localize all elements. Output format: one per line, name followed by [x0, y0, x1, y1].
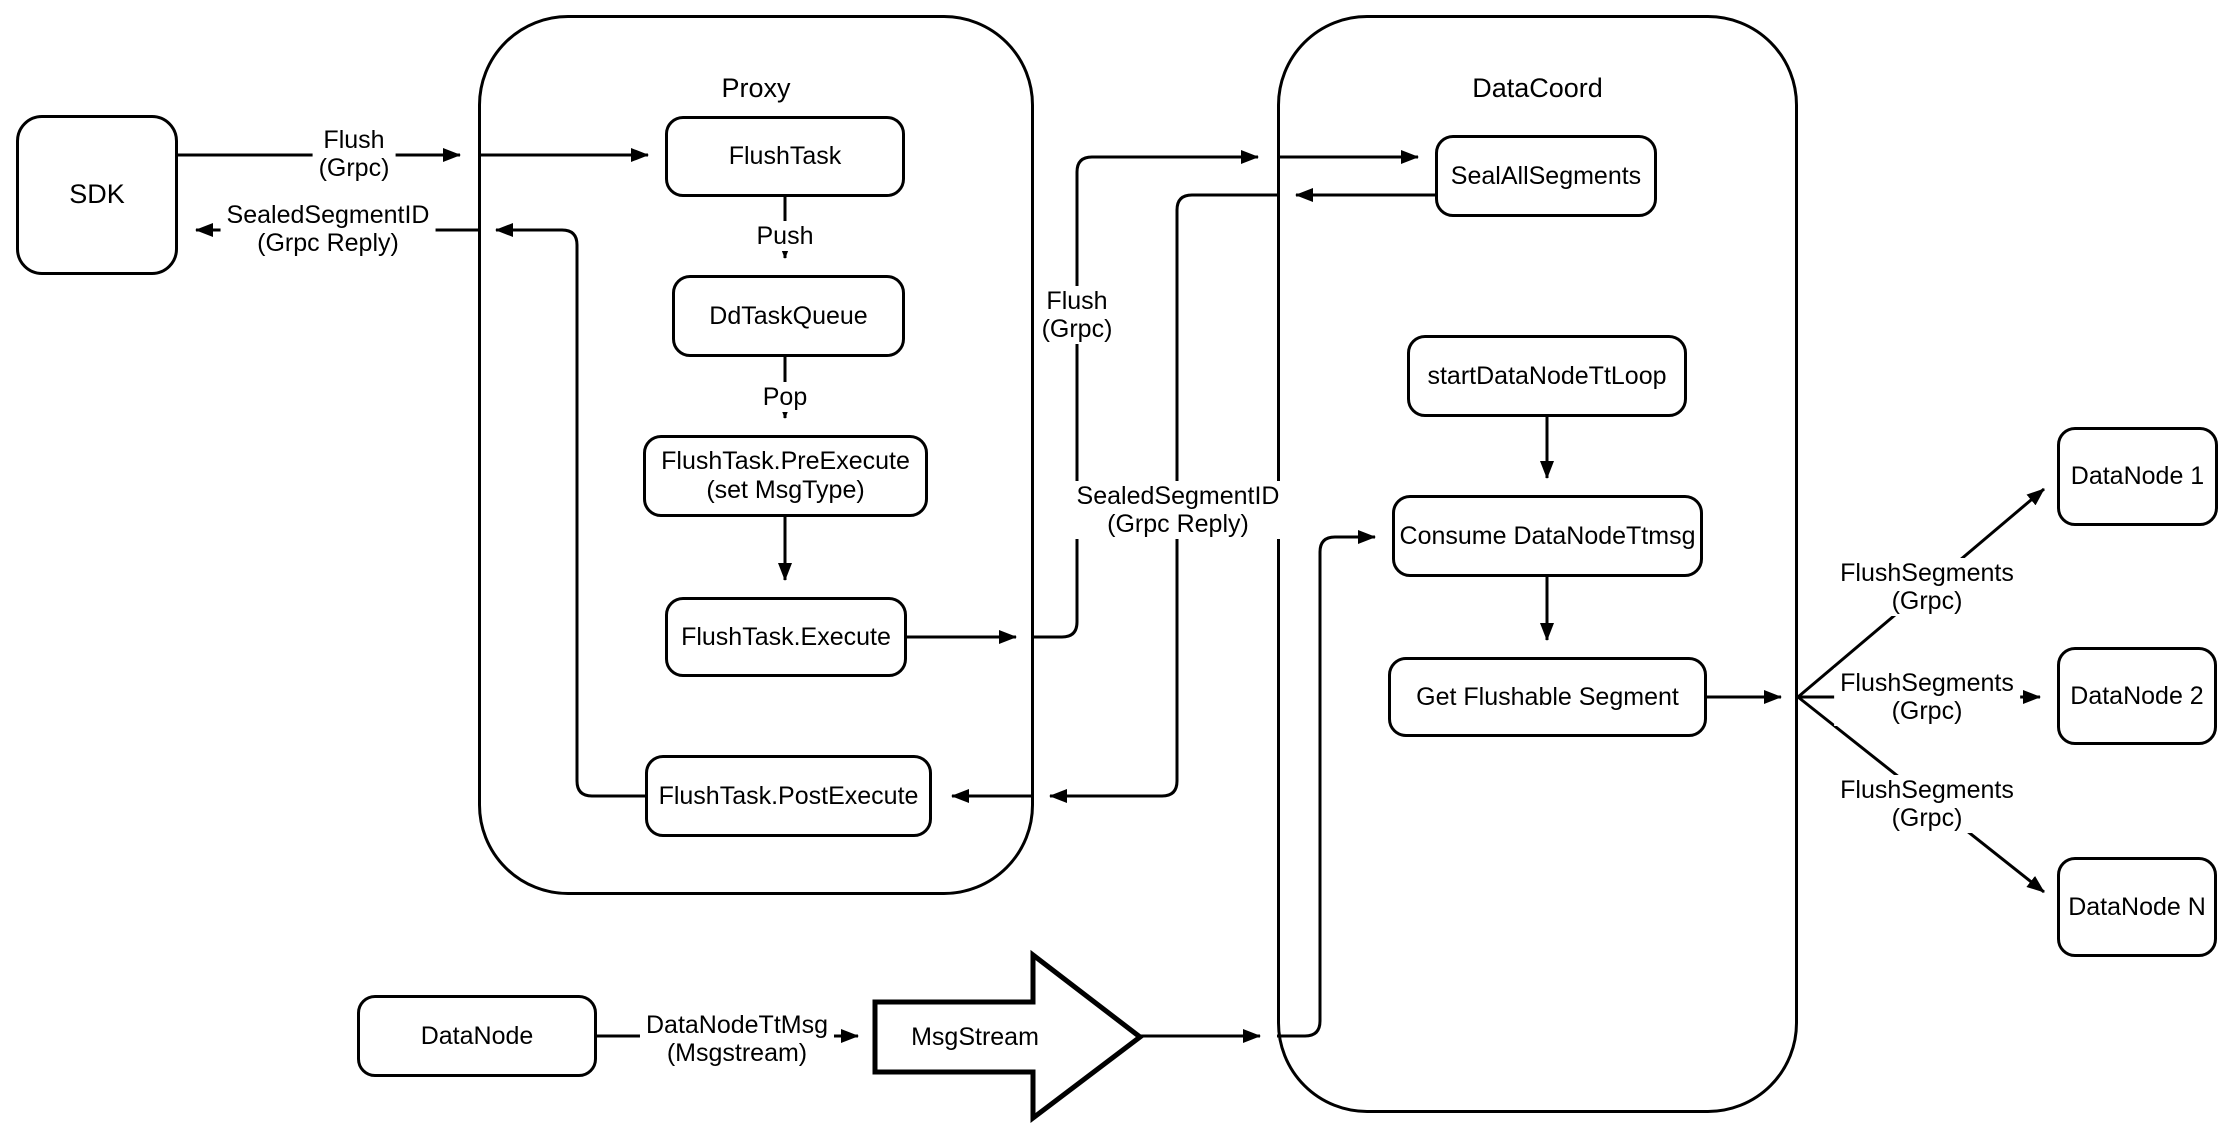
edge-flush-grpc-to-datacoord — [1034, 150, 1259, 639]
label-flushsegments-1: FlushSegments (Grpc) — [1834, 558, 2020, 616]
node-seal-all-segments: SealAllSegments — [1435, 135, 1657, 217]
node-pre-execute-sublabel: (set MsgType) — [706, 476, 865, 504]
node-post-execute: FlushTask.PostExecute — [645, 755, 932, 837]
label-msgstream: MsgStream — [911, 1023, 1039, 1051]
label-flush-grpc-mid: Flush (Grpc) — [1035, 286, 1119, 344]
label-pop: Pop — [756, 382, 814, 412]
label-flushsegments-2: FlushSegments (Grpc) — [1834, 668, 2020, 726]
label-sealedsegmentid-mid: SealedSegmentID (Grpc Reply) — [1070, 481, 1286, 539]
node-get-flushable-segment-label: Get Flushable Segment — [1416, 682, 1679, 711]
node-datanode-1-label: DataNode 1 — [2070, 462, 2205, 491]
node-dd-task-queue-label: DdTaskQueue — [709, 301, 868, 330]
label-sealedsegmentid-sdk: SealedSegmentID (Grpc Reply) — [220, 200, 436, 258]
datacoord-title: DataCoord — [1472, 73, 1603, 103]
node-get-flushable-segment: Get Flushable Segment — [1388, 657, 1707, 737]
node-start-datanode-tt-loop-label: startDataNodeTtLoop — [1427, 361, 1667, 390]
node-start-datanode-tt-loop: startDataNodeTtLoop — [1407, 335, 1687, 417]
node-execute: FlushTask.Execute — [665, 597, 907, 677]
node-sdk-label: SDK — [69, 179, 125, 210]
node-consume-datanode-ttmsg-label: Consume DataNodeTtmsg — [1399, 521, 1696, 550]
node-execute-label: FlushTask.Execute — [681, 622, 891, 651]
label-push: Push — [750, 221, 820, 251]
node-flush-task-label: FlushTask — [728, 142, 842, 171]
node-datanode-n-label: DataNode N — [2068, 892, 2206, 921]
node-pre-execute: FlushTask.PreExecute (set MsgType) — [643, 435, 928, 517]
node-datanode-2-label: DataNode 2 — [2070, 681, 2204, 710]
node-consume-datanode-ttmsg: Consume DataNodeTtmsg — [1392, 495, 1703, 577]
node-datanode-2: DataNode 2 — [2057, 647, 2217, 745]
label-flush-grpc-sdk: Flush (Grpc) — [312, 125, 396, 183]
node-datanode-1: DataNode 1 — [2057, 427, 2218, 526]
node-pre-execute-label: FlushTask.PreExecute — [661, 447, 910, 476]
node-flush-task: FlushTask — [665, 116, 905, 197]
node-datanode-label: DataNode — [420, 1021, 534, 1050]
node-datanode: DataNode — [357, 995, 597, 1077]
label-datanodettmsg: DataNodeTtMsg (Msgstream) — [639, 1010, 835, 1068]
proxy-title: Proxy — [721, 73, 791, 103]
node-sdk: SDK — [16, 115, 178, 275]
label-flushsegments-3: FlushSegments (Grpc) — [1834, 775, 2020, 833]
node-seal-all-segments-label: SealAllSegments — [1450, 161, 1642, 190]
node-dd-task-queue: DdTaskQueue — [672, 275, 905, 357]
node-datanode-n: DataNode N — [2057, 857, 2217, 957]
node-post-execute-label: FlushTask.PostExecute — [658, 781, 919, 810]
